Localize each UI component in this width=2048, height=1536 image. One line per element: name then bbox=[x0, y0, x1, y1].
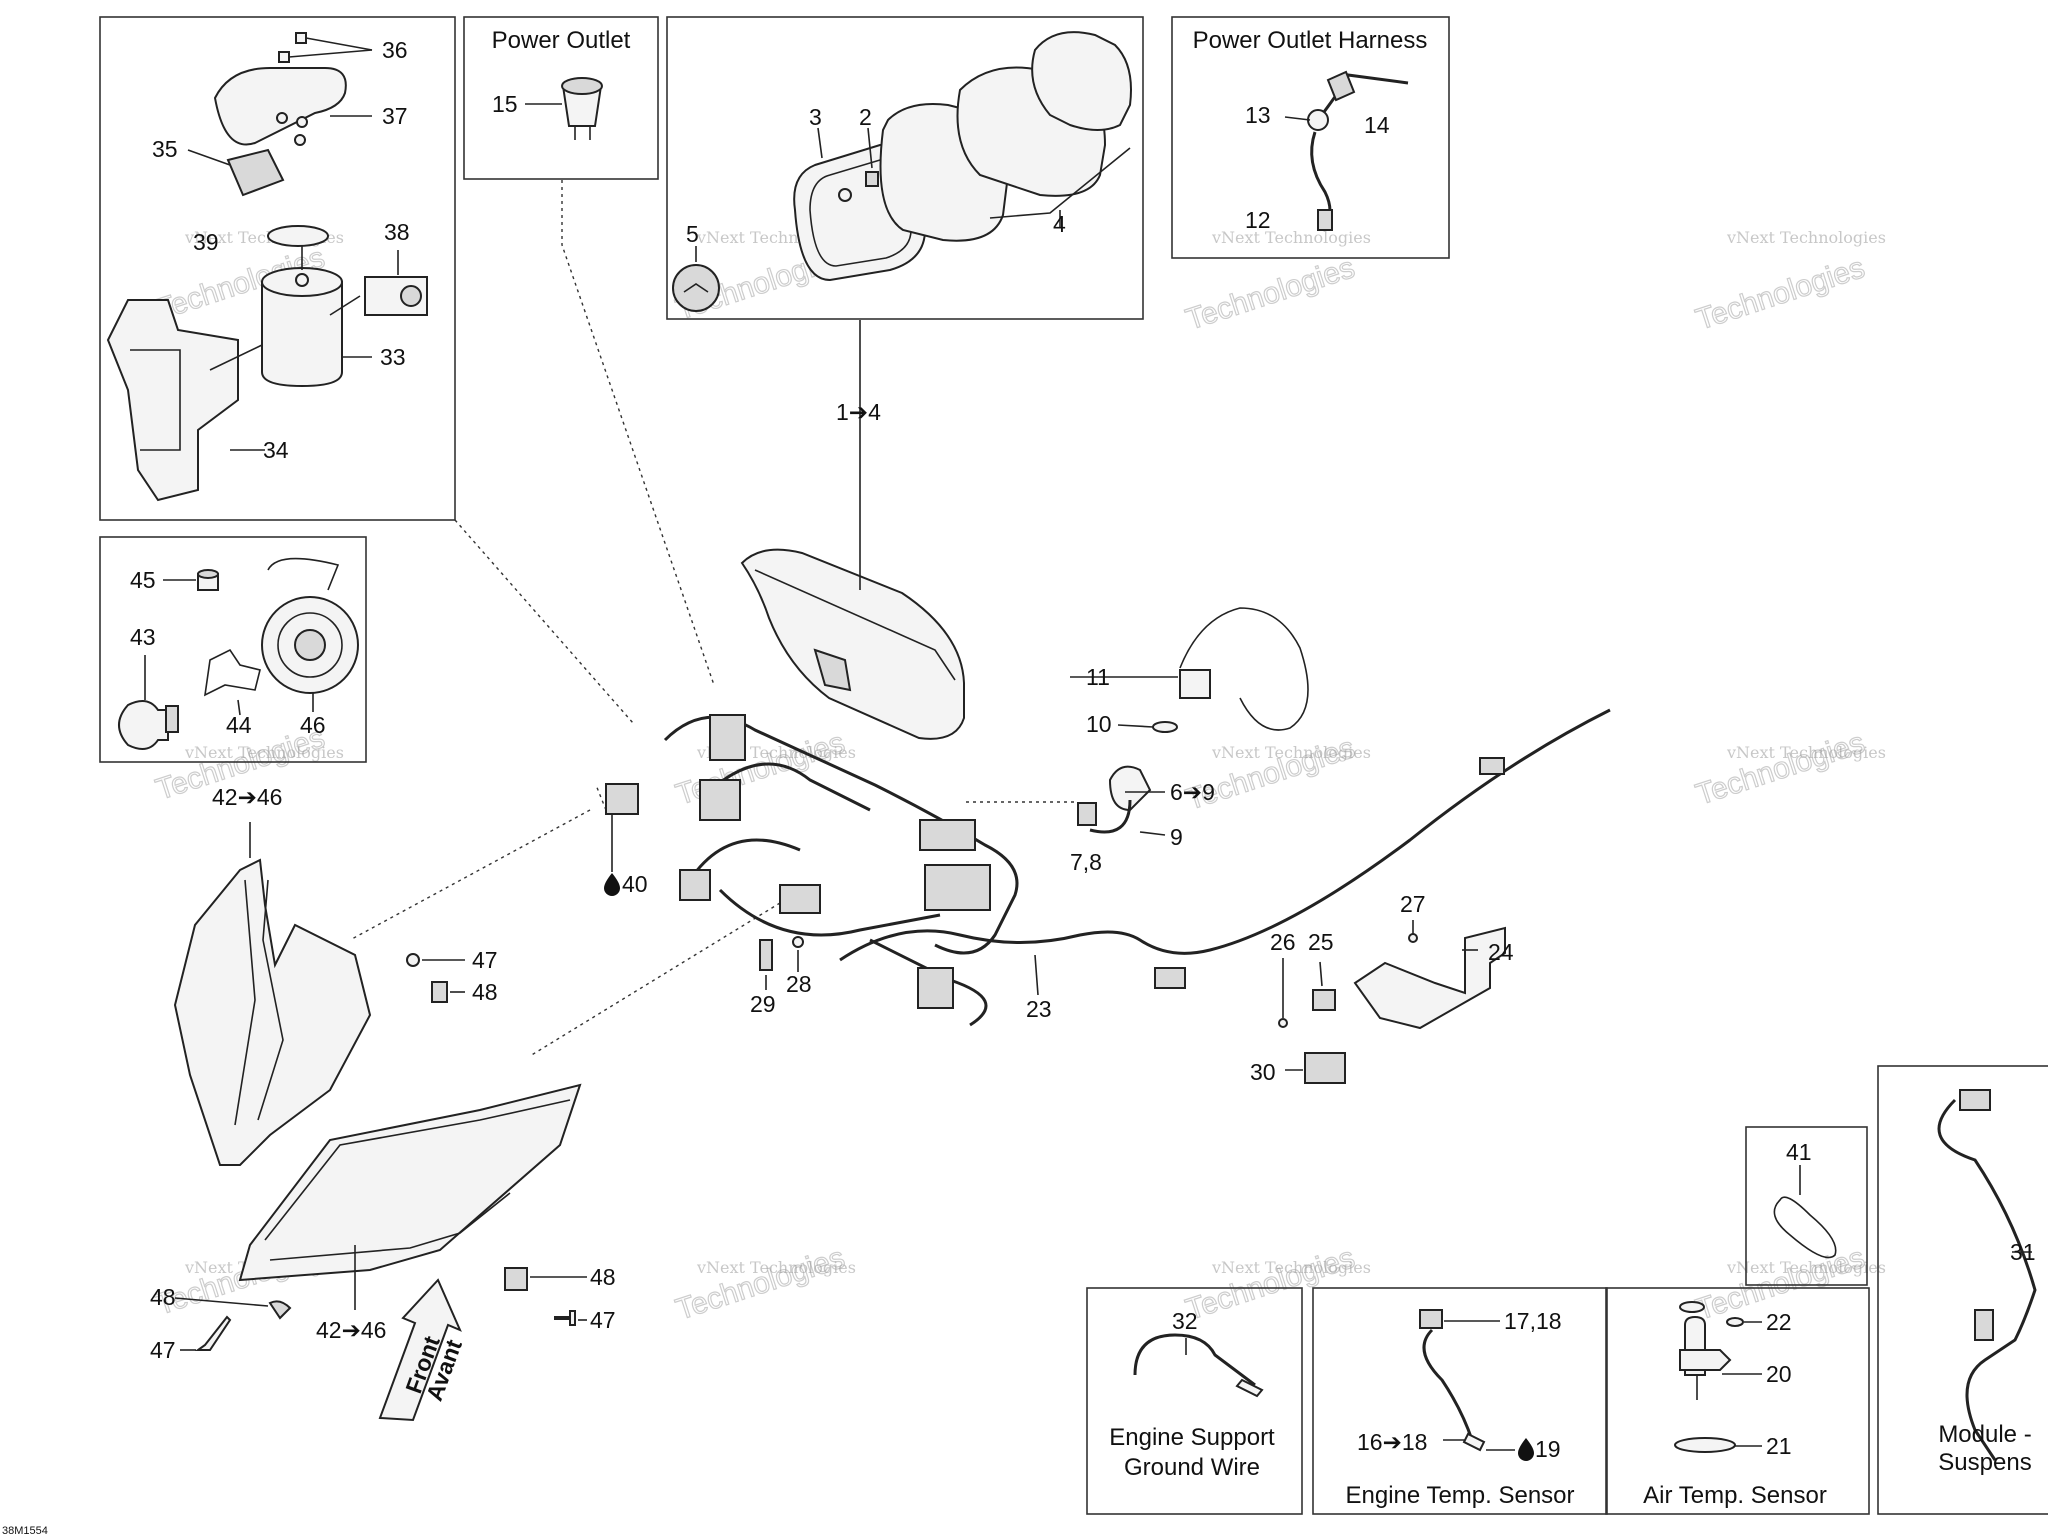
callout-label: 19 bbox=[1535, 1436, 1561, 1462]
callout-label: 3 bbox=[809, 104, 822, 130]
callout-label: 34 bbox=[263, 437, 289, 463]
callout-label: 36 bbox=[382, 37, 408, 63]
callout-label: 35 bbox=[152, 136, 178, 162]
callout-label: 4 bbox=[1053, 211, 1066, 237]
callout-label: 23 bbox=[1026, 996, 1052, 1022]
watermark-text: Technologies bbox=[672, 1241, 849, 1327]
callout-label: 9 bbox=[1170, 824, 1183, 850]
callout-label: 20 bbox=[1766, 1361, 1792, 1387]
callout-label: 17,18 bbox=[1504, 1308, 1562, 1334]
group-engine-temp-sensor: Engine Temp. Sensor bbox=[1312, 1287, 1608, 1515]
watermark-text: vNext Technologies bbox=[1211, 228, 1371, 247]
box-title-power-outlet-harness: Power Outlet Harness bbox=[1193, 27, 1428, 54]
callout-label: 26 bbox=[1270, 929, 1296, 955]
callout-label: 48 bbox=[150, 1284, 176, 1310]
diagram-id: 38M1554 bbox=[2, 1525, 48, 1536]
group-headlight-bulb bbox=[99, 536, 367, 763]
box-title-power-outlet: Power Outlet bbox=[492, 27, 631, 54]
callout-label: 5 bbox=[686, 221, 699, 247]
callout-label: 46 bbox=[300, 712, 326, 738]
callout-label: 21 bbox=[1766, 1433, 1792, 1459]
callout-label: 37 bbox=[382, 103, 408, 129]
callout-label: 12 bbox=[1245, 207, 1271, 233]
callout-label: 7,8 bbox=[1070, 849, 1102, 875]
group-power-outlet-harness: Power Outlet Harness bbox=[1171, 16, 1450, 259]
group-air-temp-sensor: Air Temp. Sensor bbox=[1605, 1287, 1870, 1515]
group-gauge bbox=[666, 16, 1144, 320]
group-power-outlet: Power Outlet bbox=[463, 16, 659, 180]
callout-label: 43 bbox=[130, 624, 156, 650]
drop-icon bbox=[1518, 1438, 1534, 1461]
callout-label: 6➔9 bbox=[1170, 779, 1215, 805]
group-bracket bbox=[1278, 920, 1506, 1084]
callout-label: 11 bbox=[1086, 664, 1110, 690]
callout-label: 33 bbox=[380, 344, 406, 370]
box-title-module: Suspens bbox=[1938, 1449, 2031, 1476]
callout-label: 42➔46 bbox=[316, 1317, 386, 1343]
watermark-text: Technologies bbox=[1182, 251, 1359, 337]
callout-label: 13 bbox=[1245, 102, 1271, 128]
callout-label: 25 bbox=[1308, 929, 1334, 955]
leader-dashes bbox=[349, 180, 1078, 1057]
callout-label: 16➔18 bbox=[1357, 1429, 1427, 1455]
callout-label: 47 bbox=[472, 947, 498, 973]
watermark-text: Technologies bbox=[1182, 1241, 1359, 1327]
callout-label: 48 bbox=[590, 1264, 616, 1290]
callout-label: 45 bbox=[130, 567, 156, 593]
group-ground-wire: Engine Support Ground Wire bbox=[1086, 1287, 1303, 1515]
callout-label: 39 bbox=[193, 229, 219, 255]
watermark-text: vNext Technologies bbox=[1726, 743, 1886, 762]
callout-label: 32 bbox=[1172, 1308, 1198, 1334]
box-title-air-temp-sensor: Air Temp. Sensor bbox=[1643, 1482, 1827, 1509]
watermark-text: vNext Technologies bbox=[184, 743, 344, 762]
watermark-text: Technologies bbox=[672, 726, 849, 812]
callout-label: 47 bbox=[590, 1307, 616, 1333]
watermark-text: vNext Technologies bbox=[1726, 1258, 1886, 1277]
callout-label: 38 bbox=[384, 219, 410, 245]
group-electrical-box bbox=[99, 16, 456, 521]
callout-label: 30 bbox=[1250, 1059, 1276, 1085]
watermark-text: Technologies bbox=[1692, 251, 1869, 337]
watermark-text: vNext Technologies bbox=[1726, 228, 1886, 247]
callout-label: 41 bbox=[1786, 1139, 1812, 1165]
drop-icon bbox=[604, 873, 620, 896]
callout-label: 15 bbox=[492, 91, 518, 117]
box-title-module: Module - bbox=[1938, 1421, 2031, 1448]
group-headlights bbox=[173, 822, 582, 1282]
callout-label: 1➔4 bbox=[836, 399, 881, 425]
box-title-engine-temp-sensor: Engine Temp. Sensor bbox=[1345, 1482, 1574, 1509]
callout-label: 44 bbox=[226, 712, 252, 738]
callout-label: 2 bbox=[859, 104, 872, 130]
group-module-suspension: Module - Suspens bbox=[1877, 1065, 2048, 1515]
group-clamp bbox=[1745, 1126, 1868, 1286]
callout-label: 24 bbox=[1488, 939, 1514, 965]
callout-label: 10 bbox=[1086, 711, 1112, 737]
group-main-harness bbox=[406, 320, 1611, 1027]
callout-labels: 1➔4 2 3 4 5 6➔9 7,8 9 10 11 12 13 14 15 … bbox=[130, 37, 2036, 1462]
callout-label: 40 bbox=[622, 871, 648, 897]
callout-label: 31 bbox=[2010, 1239, 2036, 1265]
callout-label: 48 bbox=[472, 979, 498, 1005]
callout-label: 47 bbox=[150, 1337, 176, 1363]
callout-label: 29 bbox=[750, 991, 776, 1017]
watermark-text: vNext Technologies bbox=[1211, 743, 1371, 762]
watermark-text: Technologies bbox=[1692, 726, 1869, 812]
callout-label: 22 bbox=[1766, 1309, 1792, 1335]
watermark-text: vNext Technologies bbox=[696, 1258, 856, 1277]
callout-label: 27 bbox=[1400, 891, 1426, 917]
callout-label: 42➔46 bbox=[212, 784, 282, 810]
box-title-ground-wire: Engine Support bbox=[1109, 1424, 1275, 1451]
watermark-text: vNext Technologies bbox=[1211, 1258, 1371, 1277]
callout-label: 14 bbox=[1364, 112, 1390, 138]
callout-label: 28 bbox=[786, 971, 812, 997]
box-title-ground-wire: Ground Wire bbox=[1124, 1454, 1260, 1481]
